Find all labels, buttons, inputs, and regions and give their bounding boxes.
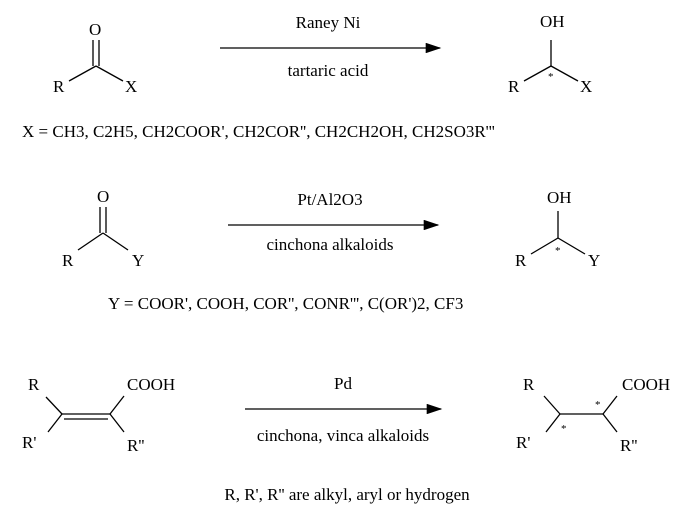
reactant2-r: R: [62, 251, 74, 270]
reactant1-x: X: [125, 77, 137, 96]
reactant3-r-double-prime: R'': [127, 436, 144, 455]
reaction2-reactant: O R Y: [62, 187, 144, 270]
product2-hydroxyl: OH: [547, 188, 572, 207]
reactant3-r: R: [28, 375, 40, 394]
product3-stereocenter-2: *: [595, 399, 601, 411]
product1-hydroxyl: OH: [540, 12, 565, 31]
reaction1-catalyst: Raney Ni: [296, 13, 361, 32]
product3-r-double-prime: R'': [620, 436, 637, 455]
product3-stereocenter-1: *: [561, 423, 567, 435]
reaction1-modifier: tartaric acid: [288, 61, 369, 80]
reactant1-oxygen: O: [89, 20, 101, 39]
reaction3-catalyst: Pd: [334, 374, 352, 393]
product1-r: R: [508, 77, 520, 96]
reactant1-r: R: [53, 77, 65, 96]
reaction2-definition: Y = COOR', COOH, COR'', CONR''', C(OR')2…: [108, 294, 463, 313]
product2-stereocenter: *: [555, 245, 561, 257]
reaction1-reactant: O R X: [53, 20, 137, 96]
footnote: R, R', R'' are alkyl, aryl or hydrogen: [224, 485, 470, 504]
reactant2-y: Y: [132, 251, 144, 270]
reaction2-modifier: cinchona alkaloids: [267, 235, 394, 254]
reaction2-catalyst: Pt/Al2O3: [297, 190, 362, 209]
reaction3-reactant: R R' COOH R'': [22, 375, 175, 455]
reactant3-cooh: COOH: [127, 375, 175, 394]
reaction2-arrow: Pt/Al2O3 cinchona alkaloids: [228, 190, 440, 254]
reaction3-modifier: cinchona, vinca alkaloids: [257, 426, 429, 445]
product1-x: X: [580, 77, 592, 96]
reaction3-arrow: Pd cinchona, vinca alkaloids: [245, 374, 443, 445]
reaction1-arrow: Raney Ni tartaric acid: [220, 13, 442, 80]
reaction1-product: OH * R X: [508, 12, 592, 96]
product3-r-prime: R': [516, 433, 530, 452]
product3-cooh: COOH: [622, 375, 670, 394]
reaction3-product: R R' COOH R'' * *: [516, 375, 670, 455]
reactant2-oxygen: O: [97, 187, 109, 206]
reactant3-r-prime: R': [22, 433, 36, 452]
reaction1-definition: X = CH3, C2H5, CH2COOR', CH2COR'', CH2CH…: [22, 122, 495, 141]
product3-r: R: [523, 375, 535, 394]
product2-y: Y: [588, 251, 600, 270]
product2-r: R: [515, 251, 527, 270]
reaction2-product: OH * R Y: [515, 188, 600, 270]
product1-stereocenter: *: [548, 71, 554, 83]
